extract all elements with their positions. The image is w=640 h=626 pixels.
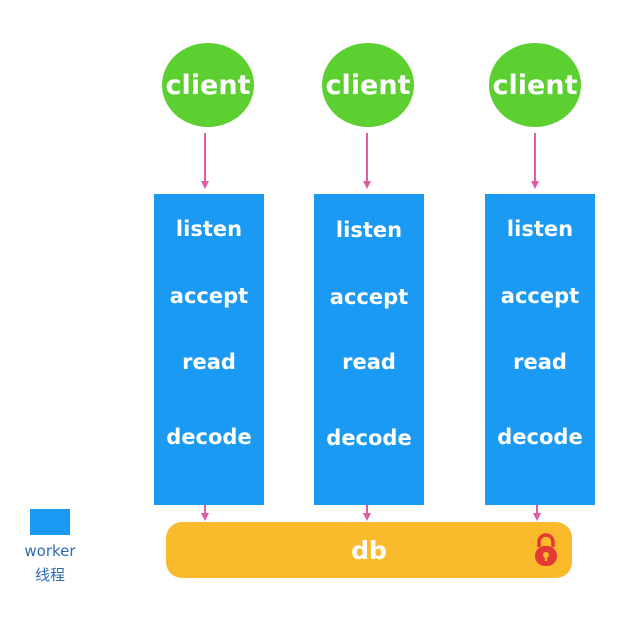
step-read: read (342, 350, 396, 374)
step-read: read (182, 350, 236, 374)
step-accept: accept (169, 284, 249, 308)
worker-thread-2: listen accept read decode (314, 194, 424, 505)
step-decode: decode (326, 426, 412, 450)
client-node-1: client (162, 43, 254, 127)
step-decode: decode (166, 425, 252, 449)
step-accept: accept (329, 285, 409, 309)
client-node-3: client (489, 43, 581, 127)
step-listen: listen (335, 218, 403, 242)
legend-thread-label: 线程 (34, 566, 65, 584)
worker-thread-3: listen accept read decode (485, 194, 595, 505)
step-accept: accept (500, 284, 580, 308)
step-decode: decode (497, 425, 583, 449)
step-read: read (513, 350, 567, 374)
lock-icon (535, 533, 557, 566)
step-listen: listen (175, 217, 243, 241)
legend-worker-swatch (30, 509, 70, 535)
step-listen: listen (506, 217, 574, 241)
db-bar: db (166, 522, 572, 578)
worker-thread-1: listen accept read decode (154, 194, 264, 505)
legend-worker-label: worker (24, 542, 76, 560)
db-label: db (351, 535, 387, 565)
client-node-2: client (322, 43, 414, 127)
